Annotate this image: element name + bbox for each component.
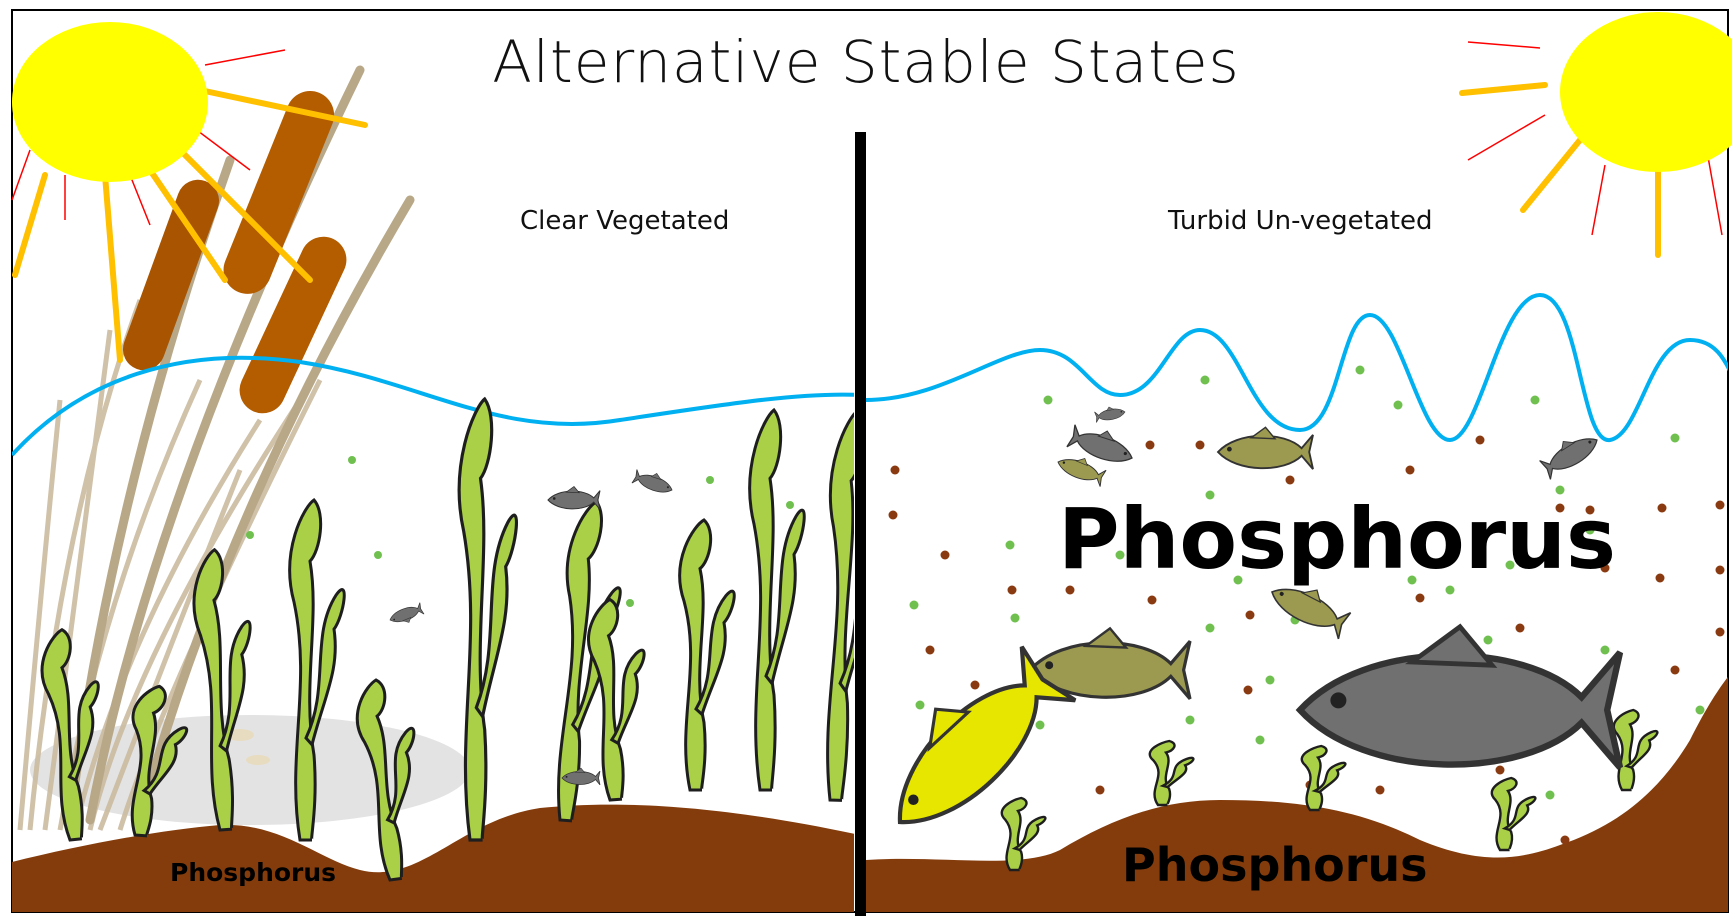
plant-icon (750, 410, 805, 790)
particle (1496, 766, 1505, 775)
left-panel-label: Clear Vegetated (520, 206, 729, 236)
particle (1531, 396, 1540, 405)
particle (1244, 686, 1253, 695)
particle (1096, 786, 1105, 795)
particle (889, 511, 898, 520)
particle (1406, 466, 1415, 475)
particle (1006, 541, 1015, 550)
particle (1008, 586, 1017, 595)
particle (1286, 476, 1295, 485)
fish-icon (1537, 426, 1602, 479)
left-panel (12, 70, 888, 916)
particle (1416, 594, 1425, 603)
particle (1356, 366, 1365, 375)
particle (1601, 646, 1610, 655)
water-phosphorus-label: Phosphorus (1058, 490, 1616, 588)
particle (1376, 786, 1385, 795)
particle (1716, 628, 1725, 637)
particle (1671, 434, 1680, 443)
particle (1658, 504, 1667, 513)
particle (1206, 624, 1215, 633)
divider (855, 132, 866, 916)
particle (1011, 614, 1020, 623)
particle (926, 646, 935, 655)
right-panel (861, 295, 1732, 916)
right-sediment-phosphorus-label: Phosphorus (1122, 838, 1428, 892)
particle (1044, 396, 1053, 405)
particle (1201, 376, 1210, 385)
particle (1696, 706, 1705, 715)
particle (1716, 501, 1725, 510)
particle (910, 601, 919, 610)
particle (1671, 666, 1680, 675)
plant-icon (459, 399, 516, 840)
plant-icon (586, 597, 654, 800)
water-surface (866, 295, 1732, 440)
particle (1266, 676, 1275, 685)
fish-school (388, 467, 676, 785)
particle (246, 531, 254, 539)
particle (1484, 636, 1493, 645)
particle (1148, 596, 1157, 605)
particle (941, 551, 950, 560)
right-panel-label: Turbid Un-vegetated (1168, 206, 1433, 236)
fish-icon (632, 467, 676, 497)
particle (1186, 716, 1195, 725)
left-sediment-phosphorus-label: Phosphorus (170, 858, 336, 887)
plant-icon (680, 520, 735, 790)
particle (891, 466, 900, 475)
particle (1716, 566, 1725, 575)
particle (1546, 791, 1555, 800)
particle (971, 681, 980, 690)
plant-icon (1614, 710, 1658, 790)
particle (1196, 441, 1205, 450)
particle (1394, 401, 1403, 410)
particle (626, 599, 634, 607)
particle (1561, 836, 1570, 845)
fish-icon (388, 603, 425, 629)
plant-icon (1302, 746, 1346, 810)
particle (348, 456, 356, 464)
particle (1036, 721, 1045, 730)
particles (246, 456, 794, 607)
particle (1516, 624, 1525, 633)
fish-icon (1094, 404, 1126, 422)
particle (916, 701, 925, 710)
particle (706, 476, 714, 484)
pebble (246, 755, 270, 765)
diagram-title: Alternative Stable States (0, 28, 1732, 96)
fish-icon (1300, 627, 1620, 768)
particle (786, 501, 794, 509)
plant-icon (1150, 741, 1194, 805)
particle (1476, 436, 1485, 445)
particle (1656, 574, 1665, 583)
particle (1246, 611, 1255, 620)
plant-icon (1492, 778, 1536, 850)
plant-icon (820, 410, 888, 802)
particle (1146, 441, 1155, 450)
particle (374, 551, 382, 559)
fish-icon (1218, 427, 1313, 469)
particle (1256, 736, 1265, 745)
